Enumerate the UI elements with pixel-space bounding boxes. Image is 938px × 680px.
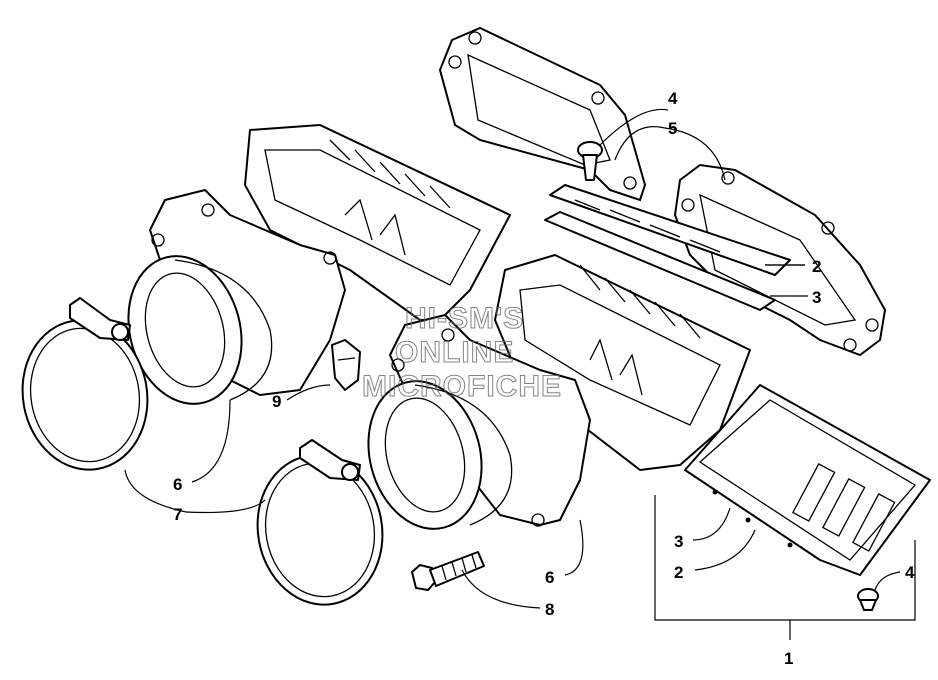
callout-labels: 4 5 2 3 9 6 7 3 2 6 8 4 1	[173, 89, 915, 668]
callout-2-upper: 2	[812, 257, 821, 276]
hose-clamp-upper	[21, 297, 149, 471]
screw-upper	[577, 141, 603, 181]
callout-3-lower: 3	[674, 532, 683, 551]
callout-1: 1	[784, 649, 793, 668]
watermark-line-3: MICROFICHE	[362, 370, 562, 403]
callout-9: 9	[272, 392, 281, 411]
watermark-line-1: HI-SM'S	[405, 302, 524, 335]
hose-clamp-lower	[256, 439, 384, 606]
callout-5: 5	[668, 119, 677, 138]
intake-boot-left	[127, 189, 346, 405]
reed-cage-lower	[494, 254, 751, 471]
callout-4-lower: 4	[905, 563, 915, 582]
reed-petal-lower	[684, 384, 931, 576]
callout-3-upper: 3	[812, 288, 821, 307]
watermark: HI-SM'S ONLINE MICROFICHE	[362, 302, 562, 404]
screw-lower	[857, 588, 879, 611]
callout-6-left: 6	[173, 475, 182, 494]
callout-7: 7	[173, 505, 182, 524]
hex-bolt	[411, 551, 485, 591]
wire-clip	[331, 339, 361, 391]
intake-boot-right	[367, 314, 591, 530]
callout-8: 8	[545, 600, 554, 619]
leader-lines	[124, 108, 916, 640]
watermark-line-2: ONLINE	[395, 336, 514, 369]
callout-4-upper: 4	[668, 89, 678, 108]
callout-6-right: 6	[545, 568, 554, 587]
reed-petal-upper	[544, 184, 791, 311]
callout-2-lower: 2	[674, 563, 683, 582]
gasket-upper	[438, 26, 647, 202]
